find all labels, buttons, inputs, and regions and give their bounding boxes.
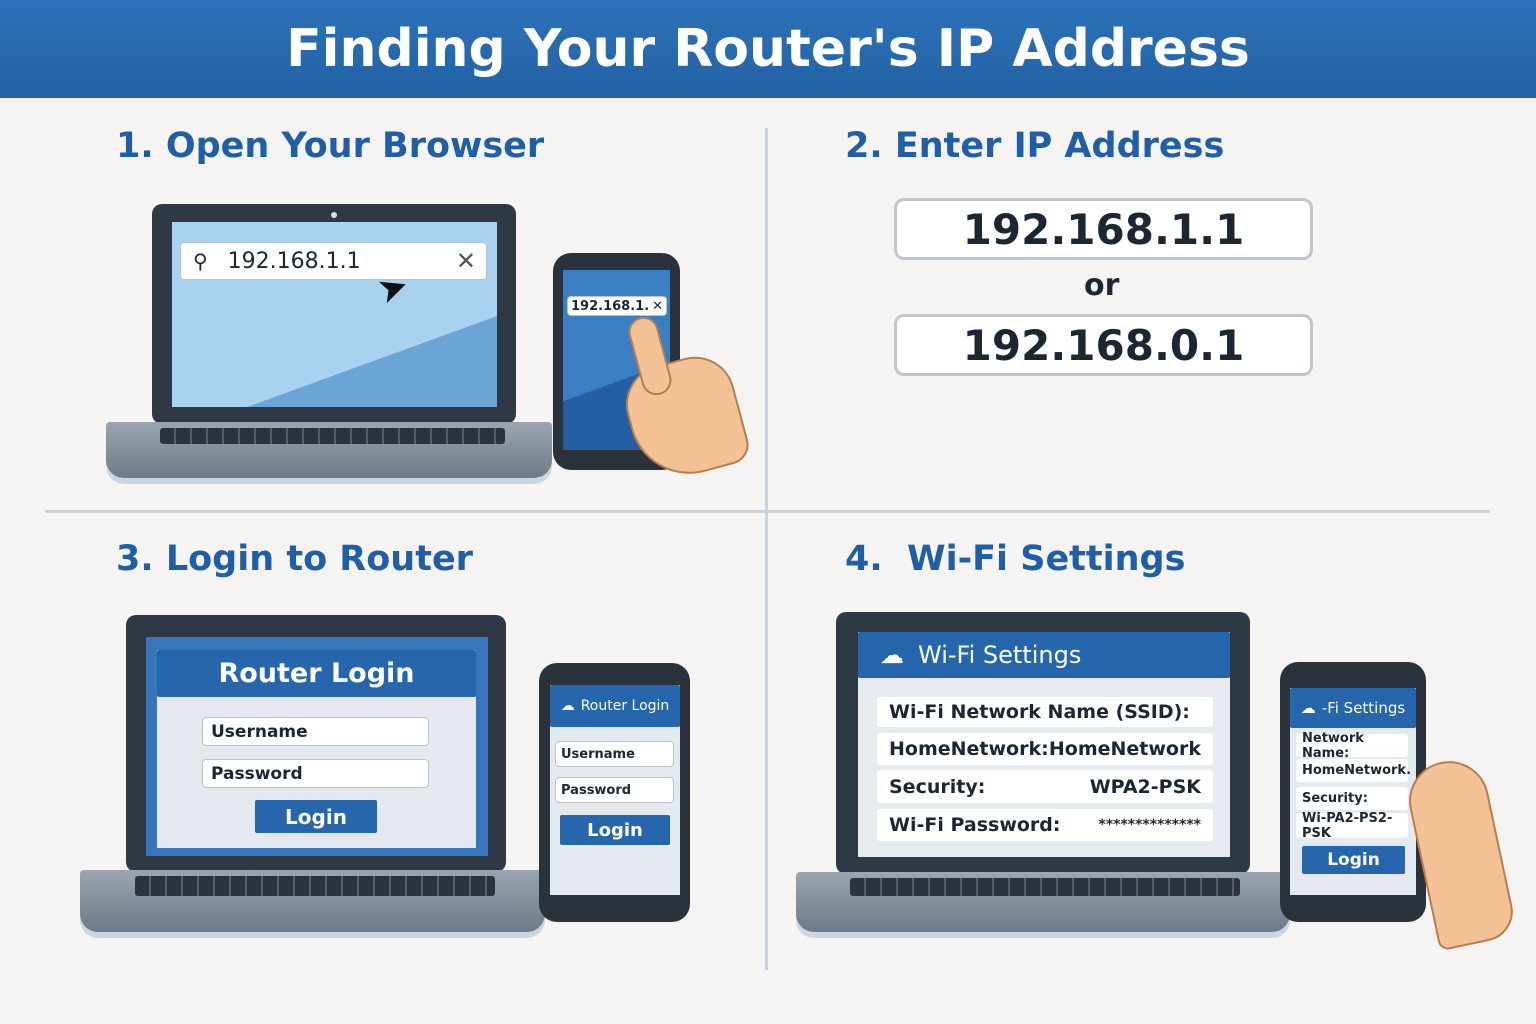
wifi-settings-title-text: Wi-Fi Settings (918, 641, 1082, 669)
camera-dot (331, 212, 337, 218)
router-icon: ☁ (1300, 699, 1316, 717)
router-icon: ☁ (880, 641, 904, 669)
step4-heading: 4. Wi-Fi Settings (845, 539, 1186, 579)
username-field[interactable]: Username (202, 717, 429, 746)
row-label: Security: (889, 775, 986, 798)
hand-icon (1401, 753, 1519, 952)
phone-login-button[interactable]: Login (1302, 846, 1405, 874)
phone-wifi-title: ☁ -Fi Settings (1290, 688, 1416, 728)
phone-login-button[interactable]: Login (560, 815, 670, 845)
router-icon: ☁ (560, 698, 575, 714)
ip-primary: 192.168.1.1 (894, 198, 1313, 260)
search-icon: ⚲ (193, 249, 208, 273)
row-label: Wi-Fi Password: (889, 814, 1061, 836)
row-value: HomeNetwork (1048, 738, 1201, 760)
row-value: WPA2-PSK (1089, 775, 1201, 798)
close-icon[interactable]: ✕ (455, 247, 476, 275)
wifi-settings-title: ☁ Wi-Fi Settings (858, 632, 1230, 678)
keyboard (160, 428, 505, 444)
settings-row: Wi-Fi Network Name (SSID): (877, 697, 1213, 727)
phone-login-title: ☁ Router Login (550, 685, 680, 727)
horizontal-divider (45, 510, 1490, 513)
keyboard (850, 878, 1240, 896)
step2-heading: 2. Enter IP Address (845, 126, 1225, 166)
keyboard (135, 876, 495, 896)
page-title: Finding Your Router's IP Address (0, 0, 1536, 98)
row-value: ************** (1098, 817, 1202, 833)
settings-row[interactable]: Security: WPA2-PSK (877, 770, 1213, 803)
address-bar[interactable]: ⚲ 192.168.1.1 ✕ (180, 242, 487, 280)
phone-row: Network Name: (1296, 731, 1408, 761)
phone-row: Security: (1296, 787, 1408, 810)
login-button[interactable]: Login (255, 800, 377, 833)
vertical-divider (765, 128, 768, 970)
or-separator: or (1084, 268, 1120, 303)
phone-address-bar[interactable]: 192.168.1. ✕ (567, 296, 667, 316)
address-bar-text: 192.168.1.1 (227, 248, 361, 274)
row-label: HomeNetwork: (889, 738, 1049, 760)
settings-row[interactable]: Wi-Fi Password: ************** (877, 809, 1213, 841)
phone-password-field[interactable]: Password (555, 777, 674, 803)
ip-alternate: 192.168.0.1 (894, 314, 1313, 376)
phone-address-text: 192.168.1. (571, 298, 650, 314)
phone-wifi-title-text: -Fi Settings (1321, 699, 1406, 717)
step1-heading: 1. Open Your Browser (116, 126, 545, 166)
password-field[interactable]: Password (202, 759, 429, 788)
close-icon[interactable]: ✕ (652, 298, 664, 314)
phone-login-title-text: Router Login (580, 698, 670, 714)
login-panel-title: Router Login (157, 650, 476, 697)
phone-row[interactable]: Wi-PA2-PS2-PSK (1296, 811, 1408, 841)
settings-row[interactable]: HomeNetwork:HomeNetwork (877, 733, 1213, 765)
phone-username-field[interactable]: Username (555, 741, 674, 767)
phone-row[interactable]: HomeNetwork. (1296, 759, 1411, 782)
step3-heading: 3. Login to Router (116, 539, 473, 579)
row-label: Wi-Fi Network Name (SSID): (889, 701, 1190, 723)
